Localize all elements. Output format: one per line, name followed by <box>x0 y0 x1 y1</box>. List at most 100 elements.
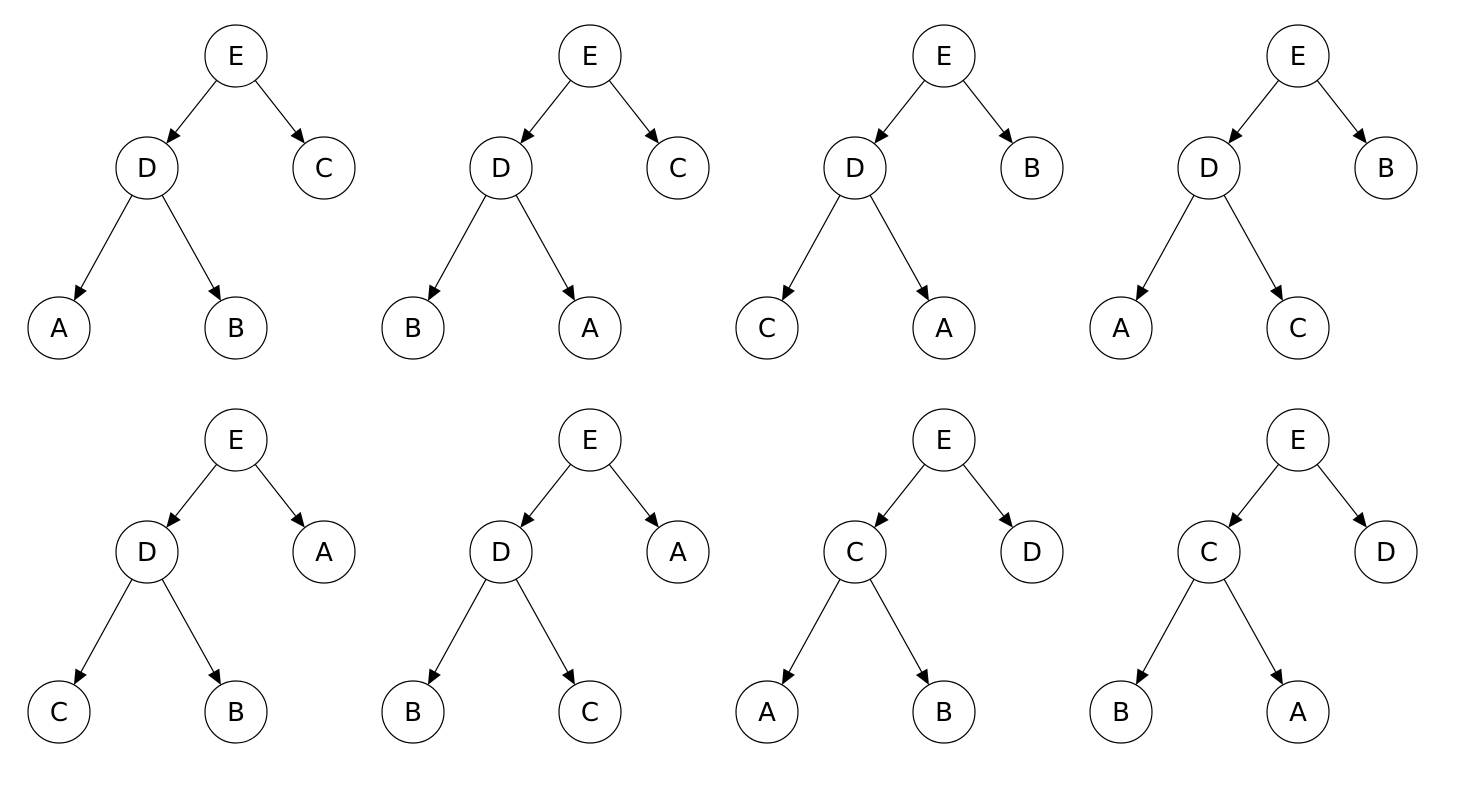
node-label: A <box>669 538 687 568</box>
node-right: A <box>292 520 356 584</box>
node-label: B <box>227 314 245 344</box>
edge-D-B <box>161 578 221 685</box>
node-label: C <box>669 154 687 184</box>
edge-line <box>529 463 572 517</box>
arrowhead <box>644 127 659 144</box>
node-circle <box>1089 680 1153 744</box>
edge-line <box>1237 463 1280 517</box>
arrowhead <box>561 284 575 301</box>
edge-C-B <box>869 578 929 685</box>
edge-C-A <box>781 578 841 685</box>
node-circle <box>1177 136 1241 200</box>
node-label: D <box>137 154 157 184</box>
edge-E-B <box>1316 80 1367 144</box>
edge-line <box>1237 79 1280 133</box>
edge-line <box>515 578 569 673</box>
node-left-left: C <box>27 680 91 744</box>
edge-E-D <box>166 463 218 528</box>
node-left: D <box>469 136 533 200</box>
node-right: B <box>1000 136 1064 200</box>
edge-E-D <box>520 79 572 144</box>
node-circle <box>1177 520 1241 584</box>
node-right: D <box>1000 520 1064 584</box>
node-label: B <box>227 698 245 728</box>
edge-E-B <box>962 80 1013 144</box>
edge-line <box>869 578 923 673</box>
node-label: E <box>228 42 244 72</box>
arrowhead <box>998 511 1013 528</box>
node-root: E <box>1266 408 1330 472</box>
edge-line <box>1316 80 1359 133</box>
node-right: A <box>646 520 710 584</box>
node-circle <box>204 24 268 88</box>
edge-E-D <box>874 79 926 144</box>
node-root: E <box>204 24 268 88</box>
node-circle <box>558 296 622 360</box>
edge-line <box>883 463 926 517</box>
arrowhead <box>1269 668 1283 685</box>
node-circle <box>823 136 887 200</box>
node-left: D <box>1177 136 1241 200</box>
edge-line <box>1142 578 1195 672</box>
node-left: D <box>115 136 179 200</box>
edge-C-B <box>1135 578 1195 685</box>
node-circle <box>115 136 179 200</box>
edge-line <box>1223 194 1277 289</box>
node-label: E <box>582 426 598 456</box>
node-circle <box>912 296 976 360</box>
arrowhead <box>166 127 181 144</box>
node-circle <box>1089 296 1153 360</box>
node-left: D <box>115 520 179 584</box>
node-circle <box>735 296 799 360</box>
node-left-right: B <box>204 296 268 360</box>
arrowhead <box>1228 511 1243 528</box>
node-circle <box>1266 680 1330 744</box>
node-left-right: A <box>1266 680 1330 744</box>
node-circle <box>558 680 622 744</box>
node-left: D <box>469 520 533 584</box>
edge-E-D <box>962 464 1013 528</box>
node-left-right: A <box>558 296 622 360</box>
edge-line <box>254 80 297 133</box>
node-left-right: B <box>912 680 976 744</box>
node-circle <box>469 520 533 584</box>
node-label: C <box>50 698 68 728</box>
node-left-right: B <box>204 680 268 744</box>
node-label: A <box>935 314 953 344</box>
node-label: A <box>50 314 68 344</box>
arrowhead <box>998 127 1013 144</box>
edge-line <box>175 79 218 133</box>
node-label: D <box>1199 154 1219 184</box>
edge-D-C <box>781 194 841 301</box>
node-label: E <box>936 42 952 72</box>
node-label: D <box>845 154 865 184</box>
arrowhead <box>1135 284 1149 301</box>
edge-E-A <box>608 464 659 528</box>
arrowhead <box>166 511 181 528</box>
node-left-left: C <box>735 296 799 360</box>
edge-line <box>869 194 923 289</box>
node-circle <box>292 136 356 200</box>
node-circle <box>735 680 799 744</box>
node-circle <box>646 520 710 584</box>
node-circle <box>1266 296 1330 360</box>
node-left-left: B <box>381 680 445 744</box>
node-left-right: A <box>912 296 976 360</box>
node-label: B <box>1377 154 1395 184</box>
arrowhead <box>520 127 535 144</box>
node-label: D <box>137 538 157 568</box>
node-label: B <box>404 698 422 728</box>
node-right: C <box>646 136 710 200</box>
node-circle <box>823 520 887 584</box>
node-circle <box>27 296 91 360</box>
edge-E-D <box>1228 79 1280 144</box>
node-label: C <box>315 154 333 184</box>
node-right: B <box>1354 136 1418 200</box>
edge-D-B <box>161 194 221 301</box>
edge-D-B <box>427 578 487 685</box>
edge-E-C <box>608 80 659 144</box>
node-circle <box>912 680 976 744</box>
